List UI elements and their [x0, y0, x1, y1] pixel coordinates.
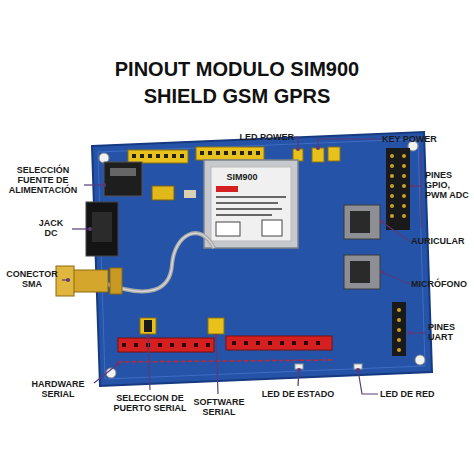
callout-label: SIM900 [214, 172, 270, 182]
callout-label: LED DE RED [380, 389, 444, 399]
callout-label: HARDWARE SERIAL [24, 379, 92, 399]
callout-label: AURICULAR [411, 236, 471, 246]
callout-label: SOFTWARE SERIAL [190, 397, 248, 417]
callout-label: MICRÓFONO [411, 279, 471, 289]
callout-label: PINES GPIO, PWM ADC [425, 170, 471, 200]
title: PINOUT MODULO SIM900 SHIELD GSM GPRS [92, 56, 382, 110]
callout-label: CONECTOR SMA [3, 269, 61, 289]
callout-label: KEY POWER [382, 134, 446, 144]
callout-label: SELECCION DE PUERTO SERIAL [106, 393, 194, 413]
callout-label: PINES UART [428, 322, 470, 342]
callout-label: LED DE ESTADO [256, 389, 340, 399]
callout-label: LED POWER [236, 132, 294, 142]
callout-label: SELECCIÓN FUENTE DE ALIMENTACIÓN [4, 165, 82, 195]
callout-label: JACK DC [32, 218, 70, 238]
